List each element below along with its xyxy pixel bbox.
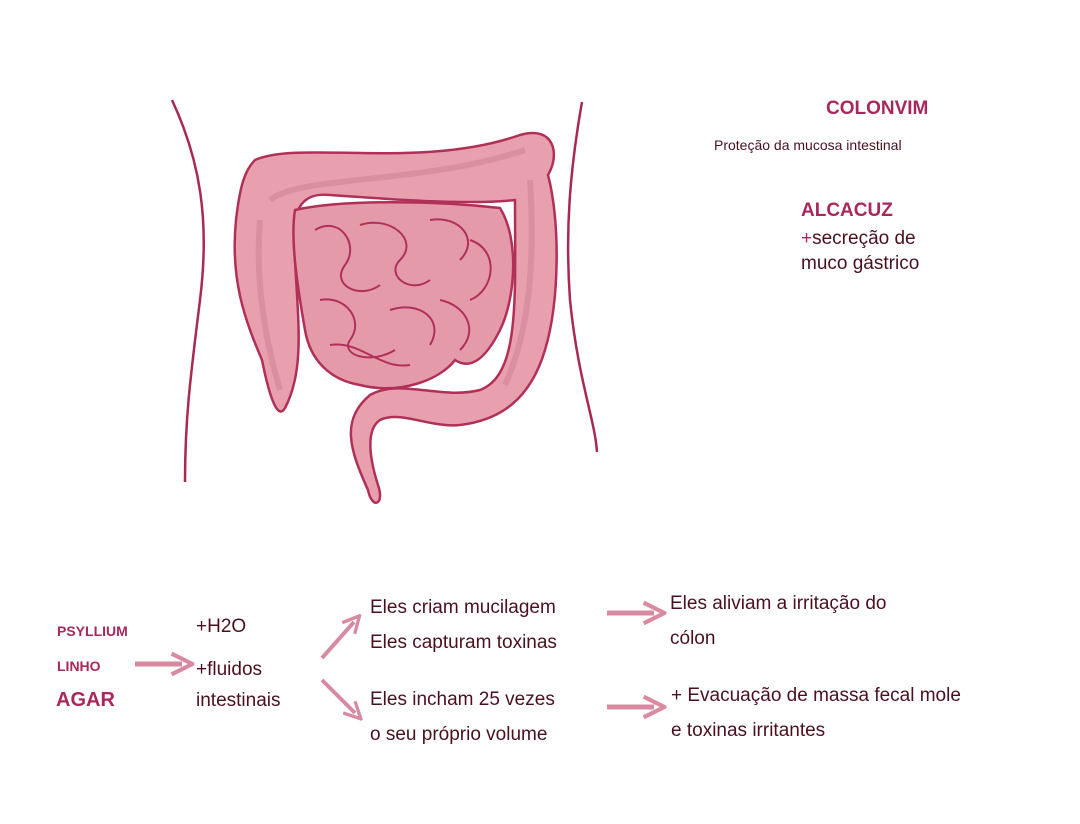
result-bottom-line1: + Evacuação de massa fecal mole — [671, 685, 961, 706]
branch-top-text: Eles criam mucilagem Eles capturam toxin… — [370, 590, 557, 660]
alcacuz-desc: +secreção de muco gástrico — [801, 226, 919, 276]
alcacuz-line2: muco gástrico — [801, 253, 920, 274]
alcacuz-title: ALCACUZ — [801, 200, 893, 221]
result-top-line1: Eles aliviam a irritação do — [670, 593, 887, 614]
alcacuz-line1: secreção de — [812, 228, 916, 249]
colon — [233, 131, 558, 504]
body-outline-right — [566, 101, 599, 453]
result-bottom-line2: e toxinas irritantes — [671, 720, 826, 741]
branch-top-line2: Eles capturam toxinas — [370, 632, 557, 653]
body-outline-left — [170, 99, 206, 483]
step1-fluids-line1: +fluidos — [196, 659, 263, 680]
ingredient-linho: LINHO — [57, 658, 101, 674]
intestine-coils — [314, 218, 492, 367]
step1-h2o: +H2O — [196, 616, 247, 637]
step1-fluids-line2: intestinais — [196, 690, 281, 711]
alcacuz-plus: + — [801, 228, 813, 249]
step1-fluids: +fluidos intestinais — [196, 654, 281, 716]
result-top-line2: cólon — [670, 628, 716, 649]
branch-top-line1: Eles criam mucilagem — [370, 597, 556, 618]
branch-bottom-line2: o seu próprio volume — [370, 724, 548, 745]
result-bottom-text: + Evacuação de massa fecal mole e toxina… — [671, 678, 961, 748]
branch-bottom-line1: Eles incham 25 vezes — [370, 689, 555, 710]
ingredient-psyllium: PSYLLIUM — [57, 623, 128, 639]
arrow-down-branch — [320, 678, 355, 713]
product-name: COLONVIM — [826, 98, 929, 119]
result-top-text: Eles aliviam a irritação do cólon — [670, 586, 886, 656]
product-tagline: Proteção da mucosa intestinal — [714, 137, 902, 153]
small-intestine — [292, 200, 515, 390]
branch-bottom-text: Eles incham 25 vezes o seu próprio volum… — [370, 682, 555, 752]
ingredient-agar: AGAR — [56, 689, 115, 711]
arrow-up-branch — [320, 622, 354, 660]
